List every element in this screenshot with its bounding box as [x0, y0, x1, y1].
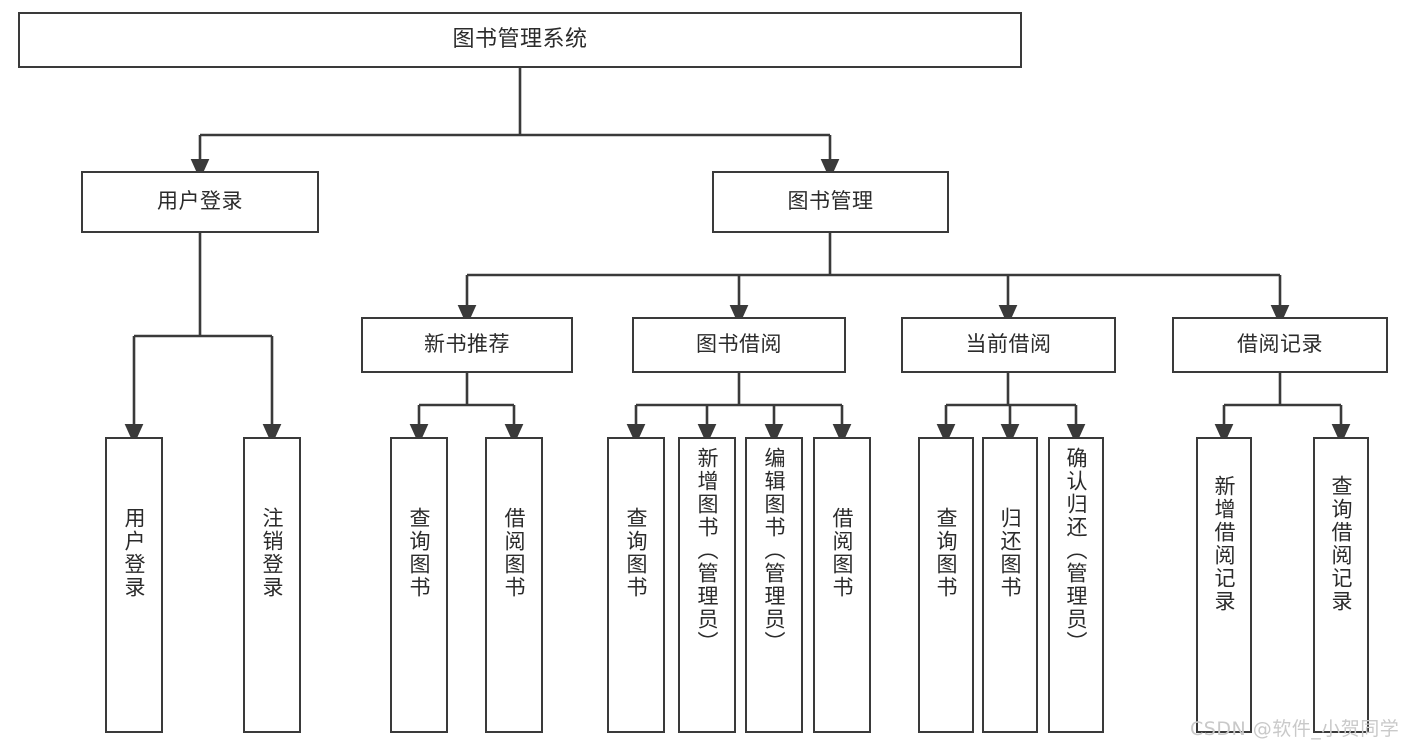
node-leaf-edit-book[interactable]: 编辑图书（管理员） [745, 437, 803, 733]
node-label: 确认归还（管理员） [1064, 447, 1089, 654]
node-label: 图书管理 [787, 189, 874, 214]
node-label: 借阅图书 [502, 507, 527, 599]
node-leaf-query-record[interactable]: 查询借阅记录 [1313, 437, 1369, 733]
node-new-book-rec[interactable]: 新书推荐 [361, 317, 573, 373]
node-leaf-query-book-1[interactable]: 查询图书 [390, 437, 448, 733]
node-leaf-add-record[interactable]: 新增借阅记录 [1196, 437, 1252, 733]
node-label: 编辑图书（管理员） [762, 447, 787, 654]
node-label: 新增借阅记录 [1212, 475, 1237, 613]
node-user-login[interactable]: 用户登录 [81, 171, 319, 233]
node-label: 图书管理系统 [452, 26, 588, 52]
node-label: 用户登录 [157, 189, 243, 214]
node-leaf-borrow-book-1[interactable]: 借阅图书 [485, 437, 543, 733]
node-label: 归还图书 [998, 507, 1023, 599]
node-leaf-confirm-return[interactable]: 确认归还（管理员） [1048, 437, 1104, 733]
node-leaf-query-book-3[interactable]: 查询图书 [918, 437, 974, 733]
node-label: 新增图书（管理员） [695, 447, 720, 654]
watermark: CSDN @软件_小贺同学 [1190, 718, 1400, 740]
node-label: 当前借阅 [965, 332, 1052, 357]
node-label: 图书借阅 [696, 332, 782, 357]
node-label: 借阅图书 [830, 507, 855, 599]
node-book-borrow[interactable]: 图书借阅 [632, 317, 846, 373]
node-label: 查询借阅记录 [1329, 475, 1354, 613]
node-current-borrow[interactable]: 当前借阅 [901, 317, 1116, 373]
node-label: 查询图书 [934, 507, 959, 599]
node-label: 查询图书 [624, 507, 649, 599]
node-leaf-logout[interactable]: 注销登录 [243, 437, 301, 733]
node-leaf-query-book-2[interactable]: 查询图书 [607, 437, 665, 733]
node-leaf-add-book[interactable]: 新增图书（管理员） [678, 437, 736, 733]
node-label: 新书推荐 [424, 332, 510, 357]
node-label: 借阅记录 [1237, 332, 1323, 357]
node-leaf-borrow-book-2[interactable]: 借阅图书 [813, 437, 871, 733]
node-root-system[interactable]: 图书管理系统 [18, 12, 1022, 68]
node-label: 注销登录 [260, 507, 285, 599]
node-label: 用户登录 [122, 507, 147, 599]
node-leaf-return-book[interactable]: 归还图书 [982, 437, 1038, 733]
node-book-manage[interactable]: 图书管理 [712, 171, 949, 233]
node-borrow-record[interactable]: 借阅记录 [1172, 317, 1388, 373]
node-label: 查询图书 [407, 507, 432, 599]
node-leaf-user-login[interactable]: 用户登录 [105, 437, 163, 733]
